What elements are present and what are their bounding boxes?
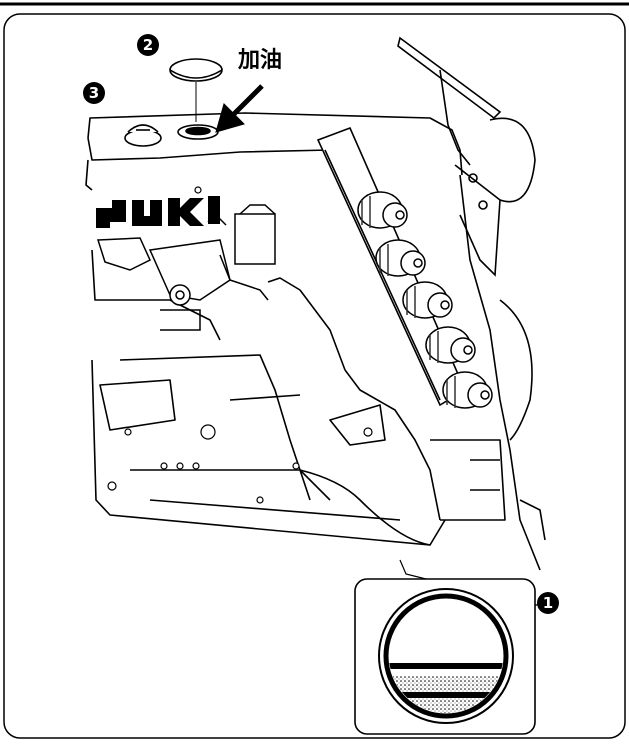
presser-mechanism bbox=[96, 204, 276, 331]
callout-1: 1 bbox=[537, 592, 559, 614]
tension-knobs bbox=[357, 191, 493, 409]
oil-arrow-icon bbox=[215, 84, 264, 133]
bed-screws bbox=[107, 186, 373, 504]
oil-cap-small bbox=[124, 124, 162, 147]
machine-body bbox=[85, 112, 546, 571]
oil-sight-glass bbox=[378, 588, 514, 724]
figure-frame bbox=[3, 13, 626, 739]
juki-logo bbox=[96, 196, 220, 228]
callout-2: 2 bbox=[137, 34, 159, 56]
thread-stand-bracket bbox=[397, 36, 502, 277]
oil-hole bbox=[177, 124, 219, 140]
callout-3: 3 bbox=[83, 82, 105, 104]
oil-label: 加油 bbox=[238, 48, 283, 73]
oil-cap bbox=[169, 58, 223, 122]
inset-leader bbox=[399, 559, 431, 581]
